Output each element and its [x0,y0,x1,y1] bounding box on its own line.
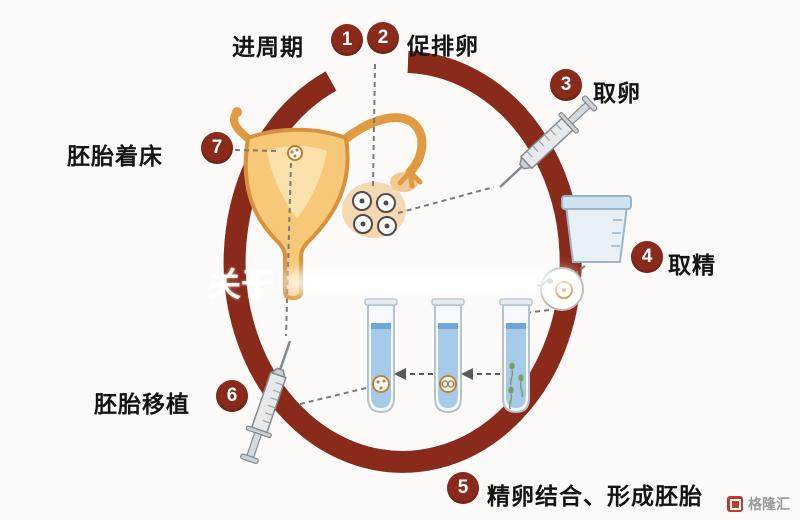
brand-name: 格隆汇 [748,496,790,512]
step-badge-6: 6 [216,380,248,412]
brand-watermark: 格隆汇 [727,494,790,514]
step-badge-1: 1 [331,24,363,56]
step-badge-3: 3 [550,69,582,101]
implanted-embryo-icon [287,145,303,161]
step-badge-2: 2 [367,22,399,54]
uterus-icon [230,107,427,300]
specimen-cup-icon [561,195,632,263]
egg-retrieval-syringe-icon [499,95,598,188]
step-label-5: 精卵结合、形成胚胎 [487,483,703,509]
step-label-4: 取精 [668,252,716,278]
test-tube-zygote-icon [431,298,465,414]
tube-flow-arrows [394,368,500,380]
step-badge-7: 7 [201,132,233,164]
test-tube-sperm-icon [499,298,533,414]
culture-tubes [364,298,533,414]
step-label-1: 进周期 [232,34,304,60]
brand-logo-icon [727,496,743,512]
test-tube-embryo-icon [364,298,398,414]
step-badge-5: 5 [447,472,479,504]
step-label-3: 取卵 [593,80,641,106]
step-label-7: 胚胎着床 [67,143,163,169]
egg-cluster-icon [342,182,406,238]
step-badge-4: 4 [631,241,663,273]
step-label-2: 促排卵 [407,33,479,59]
step-label-6: 胚胎移植 [94,391,190,417]
fertilized-egg-icon [536,267,584,311]
embryo-transfer-syringe-icon [240,340,292,465]
